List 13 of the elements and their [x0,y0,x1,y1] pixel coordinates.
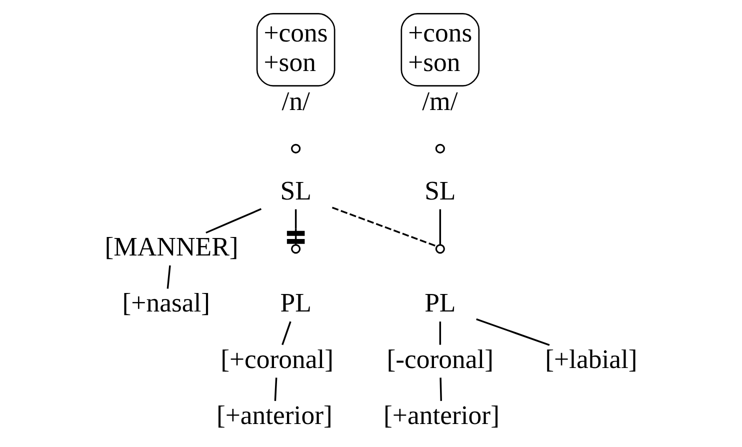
node-text: SL [280,175,312,206]
node-text: [MANNER] [104,232,238,262]
node-text: [-coronal] [386,344,494,374]
node-text: [+anterior] [216,400,332,430]
node-text: [+coronal] [220,344,334,374]
node-label: /m/ [422,86,458,116]
node-text: SL [424,175,456,206]
node-text: PL [280,288,312,318]
node-text: [+labial] [545,344,638,374]
node-text: [+anterior] [384,400,500,430]
node-label: /n/ [282,86,310,116]
node-text: [+nasal] [122,288,210,318]
node-text: PL [424,288,456,318]
